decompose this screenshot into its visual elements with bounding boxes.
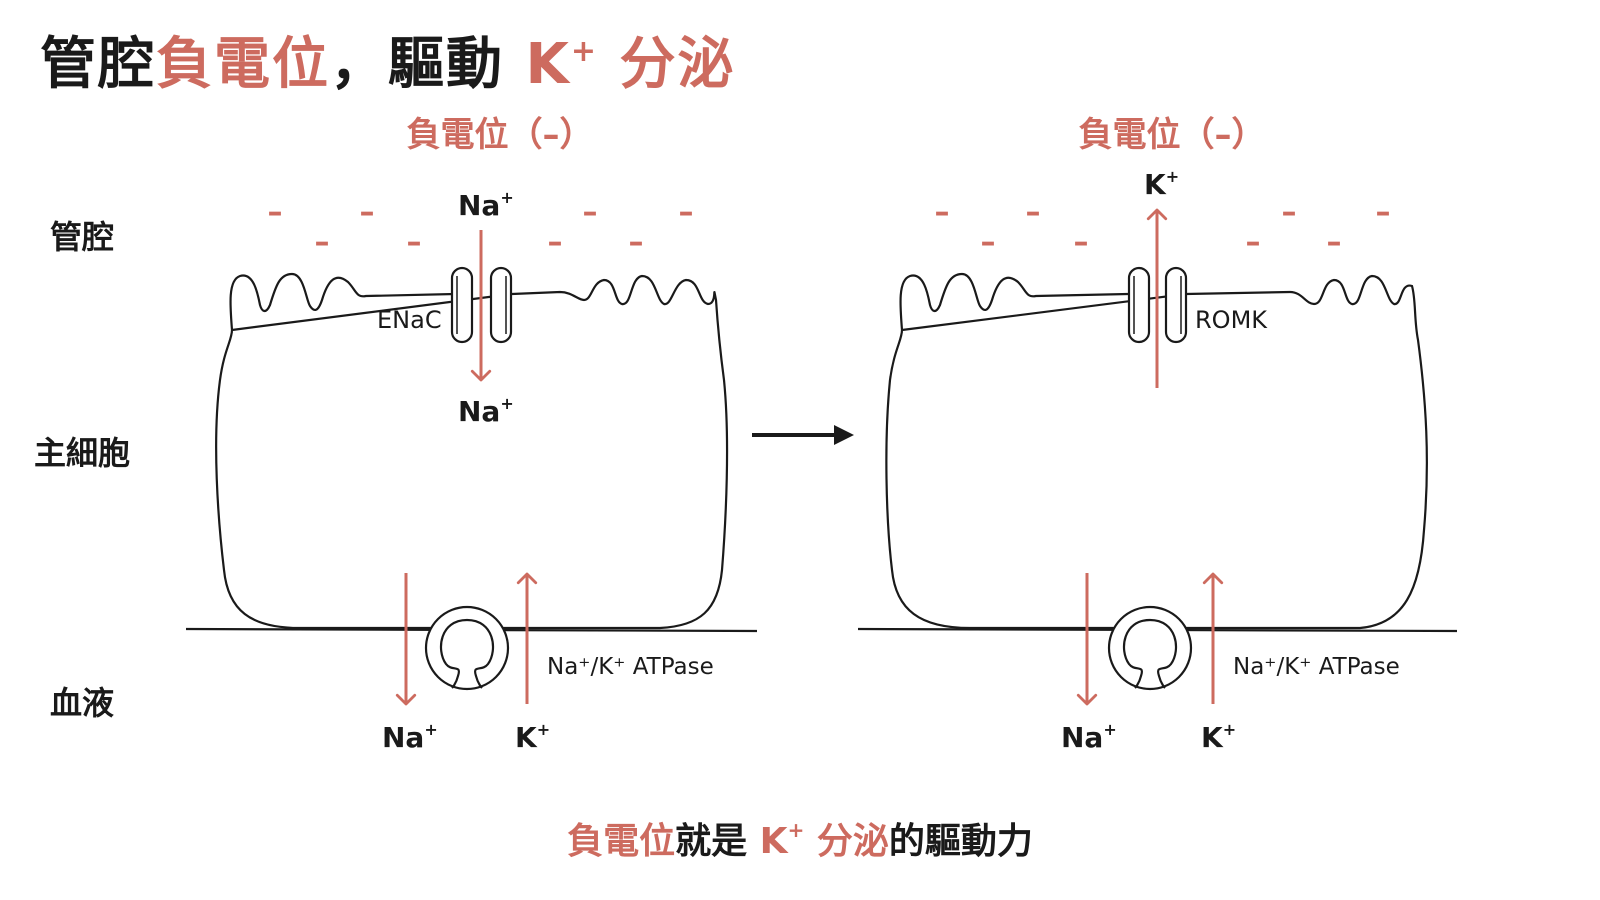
- title-drives: ，驅動: [330, 32, 526, 97]
- side-label-blood: 血液: [50, 684, 115, 722]
- title-k-sup: +: [570, 34, 599, 69]
- enac-channel: [450, 266, 513, 344]
- minus-sign: –: [360, 195, 375, 230]
- minus-sign: –: [1026, 195, 1041, 230]
- title-negative-potential: 負電位: [156, 32, 330, 97]
- left-panel: 負電位（–） – – – – – – – – ENaC Na+ Na+: [185, 115, 758, 754]
- k-top-label: K+: [1144, 167, 1179, 201]
- bottom-caption: 負電位就是 K+ 分泌的驅動力: [0, 812, 1600, 864]
- caption-k-sup: +: [787, 818, 805, 842]
- left-k-blood-label: K+: [515, 720, 550, 754]
- page-title: 管腔負電位，驅動 K+ 分泌: [40, 12, 736, 105]
- minus-sign: –: [935, 195, 950, 230]
- enac-label: ENaC: [377, 306, 442, 334]
- left-pump: [424, 605, 510, 691]
- minus-sign: –: [407, 225, 422, 260]
- left-cell-outline: [215, 272, 729, 630]
- left-minus-signs: – – – – – – – –: [268, 195, 694, 260]
- left-potential-label: 負電位（–）: [407, 115, 594, 155]
- left-pump-label: Na⁺/K⁺ ATPase: [547, 654, 714, 680]
- minus-sign: –: [679, 195, 694, 230]
- minus-sign: –: [1246, 225, 1261, 260]
- side-label-cell: 主細胞: [34, 434, 131, 472]
- caption-k: K: [759, 821, 788, 862]
- right-pump-label: Na⁺/K⁺ ATPase: [1233, 654, 1400, 680]
- minus-sign: –: [268, 195, 283, 230]
- na-top-label: Na+: [458, 188, 514, 222]
- right-panel: 負電位（–） – – – – – – – – ROMK K+: [857, 115, 1458, 754]
- caption-driving-force: 的驅動力: [888, 821, 1033, 862]
- right-cell-outline: [885, 272, 1428, 630]
- minus-sign: –: [548, 225, 563, 260]
- right-potential-label: 負電位（–）: [1079, 115, 1266, 155]
- romk-label: ROMK: [1195, 306, 1268, 334]
- caption-is: 就是: [675, 821, 760, 862]
- right-k-blood-label: K+: [1201, 720, 1236, 754]
- caption-secretion: 分泌: [804, 821, 889, 862]
- minus-sign: –: [583, 195, 598, 230]
- minus-sign: –: [629, 225, 644, 260]
- na-inside-label: Na+: [458, 394, 514, 428]
- left-na-blood-label: Na+: [382, 720, 438, 754]
- right-pump: [1107, 605, 1193, 691]
- title-k: K: [525, 32, 571, 97]
- title-lumen: 管腔: [40, 32, 156, 97]
- caption-negative-potential: 負電位: [567, 821, 676, 862]
- minus-sign: –: [1327, 225, 1342, 260]
- right-na-blood-label: Na+: [1061, 720, 1117, 754]
- title-secretion: 分泌: [598, 32, 736, 97]
- minus-sign: –: [1376, 195, 1391, 230]
- minus-sign: –: [315, 225, 330, 260]
- minus-sign: –: [981, 225, 996, 260]
- minus-sign: –: [1074, 225, 1089, 260]
- side-label-lumen: 管腔: [50, 218, 115, 256]
- romk-channel: [1127, 266, 1188, 344]
- right-minus-signs: – – – – – – – –: [935, 195, 1391, 260]
- minus-sign: –: [1282, 195, 1297, 230]
